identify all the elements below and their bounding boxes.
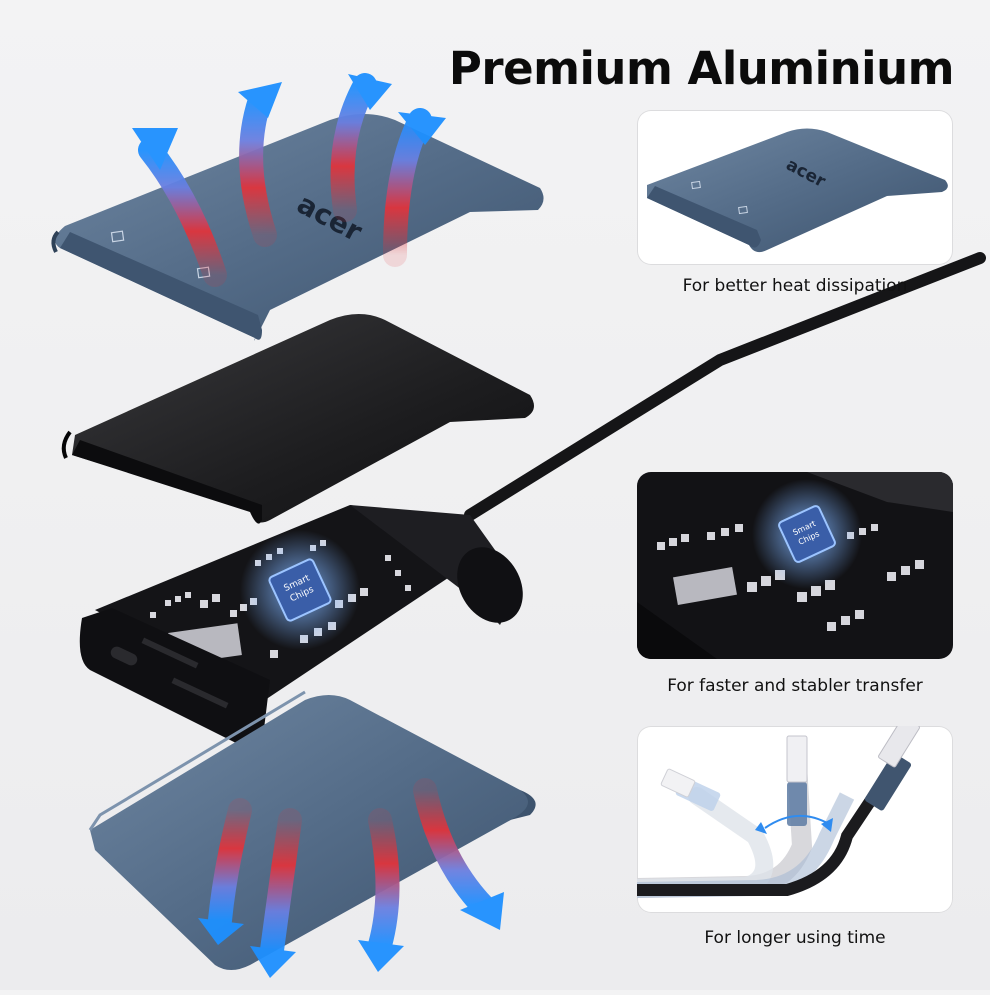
heat-arrows-up (132, 73, 446, 287)
usb-cable (464, 252, 986, 521)
feature-caption-heat: For better heat dissipation (682, 276, 908, 296)
feature-panel-cable (637, 726, 953, 913)
bottom-aluminium-cover (88, 690, 536, 970)
feature-panel-chip: Smart Chips (637, 472, 953, 659)
page-title: Premium Aluminium (448, 42, 955, 95)
sd-card-slot (141, 637, 199, 669)
feature-panel-aluminium: acer (637, 110, 953, 265)
aluminium-cover-icon: acer (647, 128, 948, 253)
feature-caption-transfer: For faster and stabler transfer (667, 676, 923, 696)
top-aluminium-cover: acer (51, 114, 544, 341)
feature-caption-durability: For longer using time (704, 928, 886, 948)
circuit-board: Smart Chips (79, 505, 523, 749)
smart-chip-board-icon: Smart Chips (637, 472, 953, 659)
heat-arrows-down (198, 778, 504, 978)
black-plastic-shell (61, 314, 534, 524)
usb-c-port (110, 646, 138, 666)
bendable-cable-icon (637, 726, 920, 898)
tf-card-slot (171, 677, 229, 709)
smart-chip (268, 558, 332, 622)
